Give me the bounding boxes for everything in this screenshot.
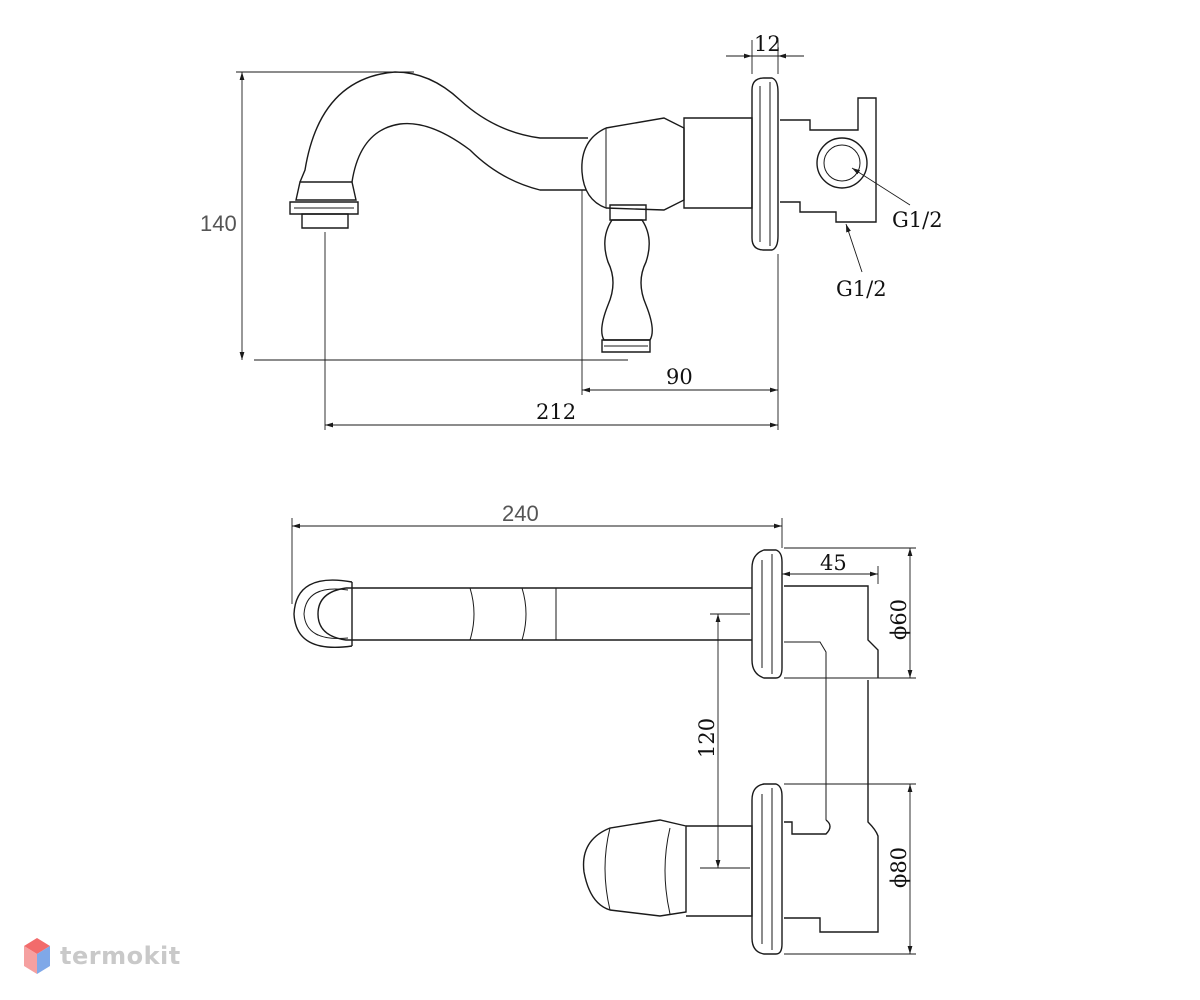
- spout-body: [317, 587, 752, 641]
- handle-flange: [751, 783, 783, 955]
- spout: [289, 71, 588, 229]
- dimension-handle-projection: 90: [582, 365, 778, 393]
- dimension-flange-thickness-label: 12: [754, 32, 781, 56]
- dimension-centers: 120: [695, 613, 750, 869]
- thread-callout-bottom: G1/2: [836, 223, 887, 301]
- thread-callout-bottom-label: G1/2: [836, 277, 887, 301]
- spout-flange: [751, 549, 783, 679]
- dimension-handle-projection-label: 90: [666, 365, 693, 389]
- dimension-spout-rosette-label: ϕ60: [887, 599, 911, 640]
- dimension-overall-length-label: 240: [502, 501, 539, 526]
- valve-body: [581, 117, 753, 211]
- dimension-handle-rosette-label: ϕ80: [887, 847, 911, 888]
- spout-mounting-body: [784, 585, 916, 820]
- brand-cube-icon: [24, 938, 50, 974]
- dimension-flange-thickness: 12: [726, 32, 804, 59]
- dimension-body-depth: 45: [782, 551, 879, 584]
- thread-callout-top: G1/2: [851, 167, 943, 232]
- dimension-centers-label: 120: [695, 718, 719, 758]
- dimension-spout-projection-label: 212: [536, 400, 576, 424]
- dimension-spout-rosette: ϕ60: [784, 547, 916, 678]
- handle-mounting-body: [784, 680, 916, 933]
- brand-logo: termokit: [22, 936, 181, 976]
- dimension-height: 140: [200, 72, 245, 360]
- dimension-overall-length: 240: [291, 501, 783, 604]
- side-view: 140 12 90 212 G1/2 G1/2: [200, 32, 943, 430]
- top-view: 240 45 ϕ60 120 ϕ80: [291, 501, 916, 955]
- dimension-spout-projection: 212: [325, 400, 778, 428]
- dimension-height-label: 140: [200, 211, 237, 236]
- extension-lines: [236, 40, 779, 430]
- dimension-handle-rosette: ϕ80: [784, 784, 916, 955]
- dimension-body-depth-label: 45: [820, 551, 847, 575]
- brand-logo-text: termokit: [60, 942, 181, 970]
- wall-flange: [751, 77, 779, 251]
- mounting-body: [780, 97, 877, 223]
- spout-tip: [293, 579, 353, 648]
- handle-lever: [601, 204, 653, 353]
- thread-callout-top-label: G1/2: [892, 208, 943, 232]
